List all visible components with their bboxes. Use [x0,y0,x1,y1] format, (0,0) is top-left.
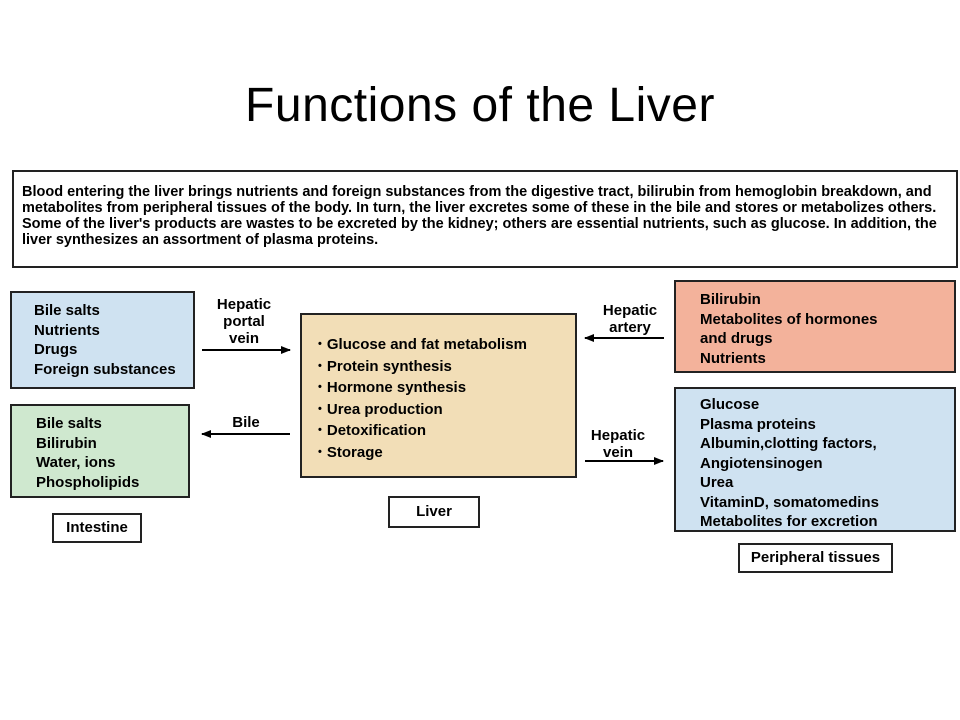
arrow-label-line: Bile [232,414,260,431]
liver-function-item: Glucose and fat metabolism [318,335,575,357]
vein-output-item: Angiotensinogen [700,454,823,472]
vein-output-item: VitaminD, somatomedins [700,493,879,511]
liver-functions-box: Glucose and fat metabolism Protein synth… [300,313,577,478]
bile-output-item: Bilirubin [36,434,97,452]
liver-function-item: Hormone synthesis [318,378,575,400]
intestine-input-item: Nutrients [34,321,100,339]
intestine-input-item: Bile salts [34,302,100,319]
peripheral-tissues-label: Peripheral tissues [738,543,893,573]
vein-output-item: Albumin,clotting factors, [700,435,877,452]
hepatic-portal-vein-label: Hepatic portal vein [208,296,280,347]
arrow-label-line: portal [223,313,265,330]
artery-input-item: Bilirubin [700,291,761,308]
arrow-label-line: vein [602,444,633,461]
vein-output-item: Plasma proteins [700,415,816,433]
bile-output-item: Phospholipids [36,473,140,491]
intestine-input-item: Foreign substances [34,360,176,378]
arrow-label-line: vein [228,330,259,347]
hepatic-artery-input-box: Bilirubin Metabolites of hormones and dr… [674,280,956,373]
liver-label: Liver [388,496,480,528]
liver-function-item: Protein synthesis [318,357,575,379]
arrow-label-line: artery [609,319,651,336]
artery-input-item: Metabolites of hormones [700,310,878,328]
description-text: Blood entering the liver brings nutrient… [22,184,937,248]
hepatic-vein-label: Hepatic vein [580,427,656,461]
artery-input-item: and drugs [700,330,773,347]
liver-function-item: Detoxification [318,421,575,443]
arrow-label-line: Hepatic [602,302,658,319]
vein-output-item: Metabolites for excretion [700,513,878,530]
intestine-label: Intestine [52,513,142,543]
vein-output-item: Glucose [700,396,760,413]
hepatic-vein-output-box: Glucose Plasma proteins Albumin,clotting… [674,387,956,532]
bile-output-item: Bile salts [36,415,102,432]
bile-output-item: Water, ions [36,454,116,471]
liver-function-item: Storage [318,443,575,465]
arrow-label-line: Hepatic [590,427,646,444]
bile-output-box: Bile salts Bilirubin Water, ions Phospho… [10,404,190,498]
liver-function-item: Urea production [318,400,575,422]
artery-input-item: Nutrients [700,349,766,367]
bile-arrow-label: Bile [224,414,268,431]
description-box: Blood entering the liver brings nutrient… [12,170,958,268]
vein-output-item: Urea [700,474,734,491]
intestine-input-box: Bile salts Nutrients Drugs Foreign subst… [10,291,195,389]
arrow-label-line: Hepatic [216,296,272,313]
page-title: Functions of the Liver [245,79,715,132]
hepatic-artery-label: Hepatic artery [592,302,668,336]
intestine-input-item: Drugs [34,341,78,358]
